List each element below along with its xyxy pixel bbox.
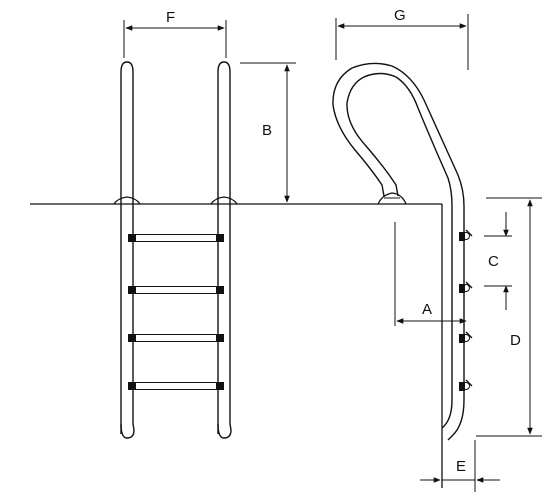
dimension-f: F [123, 9, 227, 58]
dimension-g-label: G [394, 7, 406, 24]
side-step-3 [459, 331, 473, 343]
tread-4 [128, 382, 224, 390]
side-step-1 [459, 229, 473, 241]
handrail-foot [441, 399, 465, 441]
left-rail-foot [120, 423, 135, 439]
dimension-c-label: C [488, 253, 499, 270]
side-step-4 [459, 379, 473, 391]
dimension-b: B [240, 62, 296, 203]
side-step-2 [459, 281, 473, 293]
dimension-d-label: D [510, 332, 521, 349]
ladder-front-view [113, 61, 238, 439]
tread-1 [128, 234, 224, 242]
dimension-a: A [394, 222, 467, 326]
dimension-b-label: B [262, 122, 272, 139]
right-flange [210, 196, 238, 205]
dimension-d: D [476, 197, 542, 437]
tread-2 [128, 286, 224, 294]
left-rail [120, 61, 134, 434]
dimension-a-label: A [422, 301, 432, 318]
dimension-e: E [420, 440, 500, 492]
dimension-g: G [335, 7, 469, 70]
dimension-e-label: E [456, 458, 466, 475]
dimension-f-label: F [166, 9, 175, 26]
handrail-inner [346, 72, 453, 400]
right-rail-foot [217, 423, 232, 439]
handrail-flange [377, 192, 407, 205]
right-rail [217, 61, 231, 434]
tread-3 [128, 334, 224, 342]
ladder-side-view [332, 62, 473, 441]
dimension-c: C [484, 212, 512, 310]
pool-deck-line [30, 203, 443, 488]
left-flange [113, 196, 141, 205]
handrail-outer [332, 62, 465, 400]
